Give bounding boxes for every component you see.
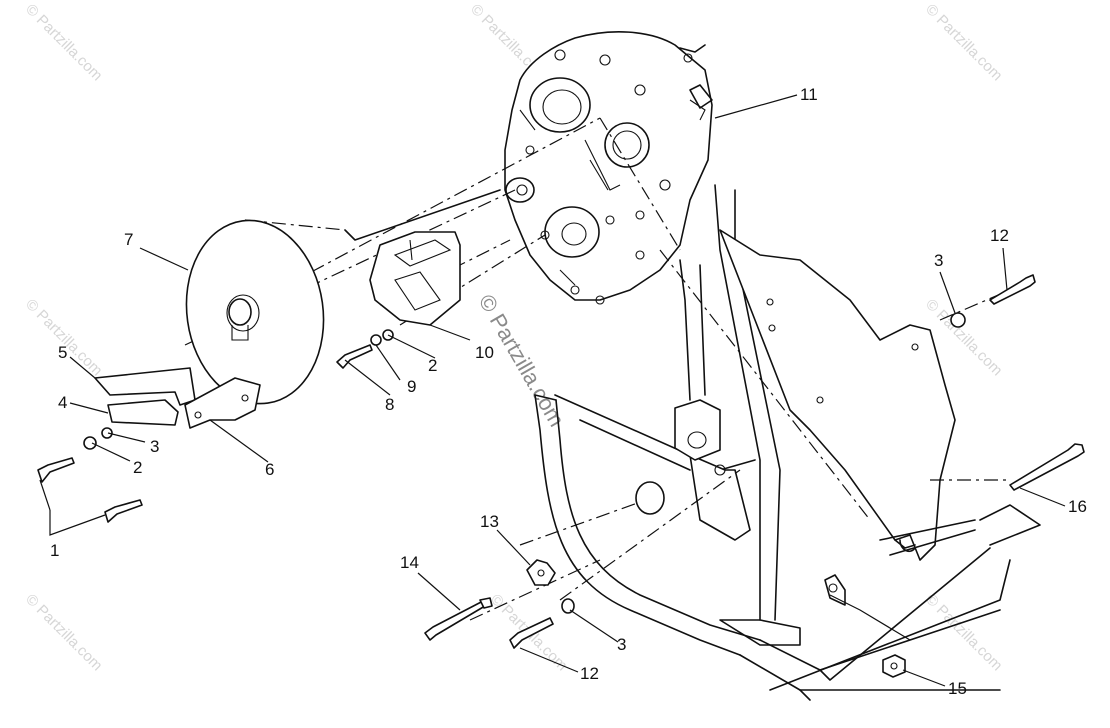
callout-6: 6 (265, 460, 274, 479)
callout-13: 13 (480, 512, 499, 531)
callout-10: 10 (475, 343, 494, 362)
frame-chassis (534, 184, 1041, 701)
callout-12-upper: 12 (990, 226, 1009, 245)
driven-sheave (185, 219, 325, 405)
engine-mount (369, 231, 461, 326)
callout-15: 15 (948, 679, 967, 698)
watermark-bl: © Partzilla.com (22, 591, 105, 674)
callout-11: 11 (800, 85, 818, 104)
callout-16: 16 (1068, 497, 1087, 516)
watermark-ml: © Partzilla.com (22, 296, 105, 379)
callout-2-left: 2 (133, 458, 142, 477)
callout-7: 7 (124, 230, 133, 249)
gearcase (504, 31, 713, 305)
callout-8: 8 (385, 395, 394, 414)
watermark-tr: © Partzilla.com (922, 1, 1005, 84)
callout-3-right: 3 (934, 251, 943, 270)
callout-5: 5 (58, 343, 67, 362)
callout-4: 4 (58, 393, 67, 412)
callout-14: 14 (400, 553, 419, 572)
leader-lines (39, 94, 1066, 687)
callout-3-bottom: 3 (617, 635, 626, 654)
callout-1: 1 (50, 541, 59, 560)
callout-12-lower: 12 (580, 664, 599, 683)
callout-2-mid: 2 (428, 356, 437, 375)
watermark-tl: © Partzilla.com (22, 1, 105, 84)
callout-labels: 11 7 5 4 3 2 6 1 10 2 9 8 3 12 16 13 14 … (50, 85, 1087, 698)
callout-9: 9 (407, 377, 416, 396)
callout-3-left: 3 (150, 437, 159, 456)
brackets (94, 367, 261, 429)
hardware (37, 274, 1085, 678)
